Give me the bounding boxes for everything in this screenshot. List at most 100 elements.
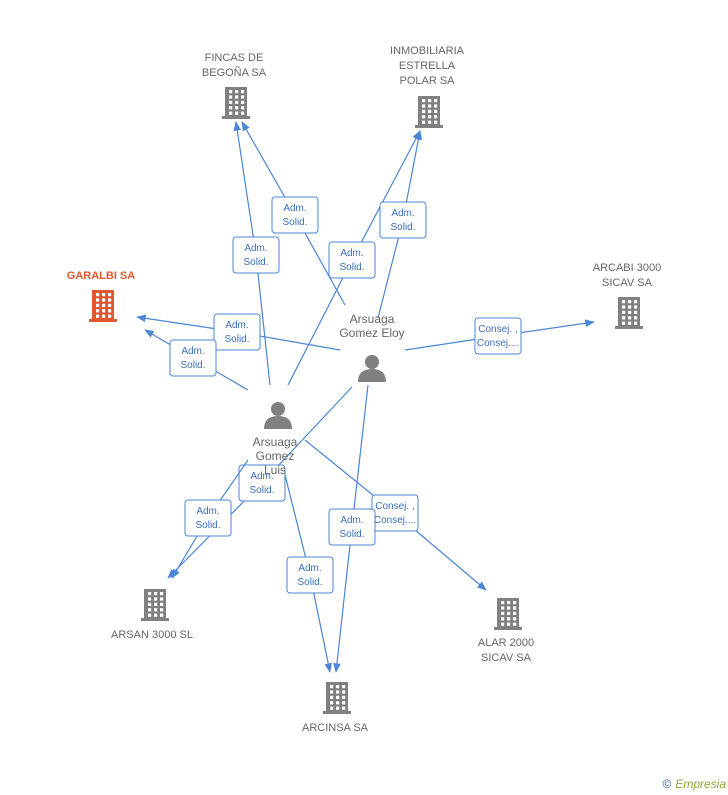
edge-label-box[interactable]: Adm. Solid. [184, 499, 232, 537]
edge-label-text: Adm. [340, 248, 363, 259]
person-icon [264, 402, 292, 429]
edge-eloy-arcinsa: Adm. Solid. [328, 384, 376, 673]
brand-name: Empresia [675, 777, 726, 791]
edge-label-box[interactable]: Adm. Solid. [213, 313, 261, 351]
edge-label-text: Adm. [244, 243, 267, 254]
building-icon [89, 290, 117, 322]
company-node-arsan[interactable]: ARSAN 3000 SL [111, 589, 193, 641]
edge-label-box[interactable]: Consej. , Consej.... [371, 494, 419, 532]
edge-label-text: Solid. [249, 485, 274, 496]
edge-label-frame [328, 508, 376, 546]
edge-label-box[interactable]: Consej. , Consej.... [474, 317, 522, 355]
edge-label-frame [213, 313, 261, 351]
person-label: Gomez Eloy [339, 326, 404, 340]
edge-label-frame [232, 236, 280, 274]
company-label: ARCINSA SA [302, 722, 369, 734]
person-label: Arsuaga [350, 312, 395, 326]
edge-luis-arsan: Adm. Solid. [171, 459, 249, 579]
edge-label-text: Solid. [282, 217, 307, 228]
company-node-inmobiliaria[interactable]: INMOBILIARIA ESTRELLA POLAR SA [390, 45, 465, 128]
edge-eloy-arcabi: Consej. , Consej.... [404, 317, 595, 355]
person-icon [358, 355, 386, 382]
edge-eloy-garalbi: Adm. Solid. [136, 313, 341, 351]
company-label: ESTRELLA [399, 60, 456, 72]
edge-label-text: Solid. [297, 577, 322, 588]
edge-label-box[interactable]: Adm. Solid. [328, 241, 376, 279]
nodes-layer: FINCAS DE BEGOÑA SA INMOBILIARIA ESTRELLA PO… [67, 45, 661, 734]
edge-label-frame [474, 317, 522, 355]
edge-label-box[interactable]: Adm. Solid. [169, 339, 217, 377]
company-label: SICAV SA [481, 652, 532, 664]
edge-label-text: Solid. [195, 520, 220, 531]
edge-label-text: Adm. [250, 471, 273, 482]
building-icon [415, 96, 443, 128]
edge-label-text: Consej. , [375, 501, 414, 512]
edge-label-box[interactable]: Adm. Solid. [232, 236, 280, 274]
edge-label-frame [169, 339, 217, 377]
person-label: Arsuaga [253, 435, 298, 449]
company-node-arcinsa[interactable]: ARCINSA SA [302, 682, 369, 734]
company-label: BEGOÑA SA [202, 66, 267, 79]
company-node-fincas[interactable]: FINCAS DE BEGOÑA SA [202, 52, 267, 119]
edge-eloy-fincas: Adm. Solid. [241, 121, 346, 306]
edge-label-text: Solid. [339, 262, 364, 273]
edge-label-box[interactable]: Adm. Solid. [271, 196, 319, 234]
edge-label-text: Adm. [340, 515, 363, 526]
company-label: INMOBILIARIA [390, 45, 465, 57]
company-label: ARCABI 3000 [593, 262, 661, 274]
edge-label-text: Solid. [339, 529, 364, 540]
edge-label-box[interactable]: Adm. Solid. [238, 464, 286, 502]
person-label: Gomez [256, 449, 295, 463]
building-icon [222, 87, 250, 119]
company-label: ALAR 2000 [478, 637, 534, 649]
edge-label-text: Solid. [224, 334, 249, 345]
building-icon [494, 598, 522, 630]
edge-label-text: Adm. [391, 208, 414, 219]
edges-layer: Adm. Solid. Adm. Solid. Adm. Solid. Adm. Solid.… [136, 121, 595, 673]
edge-label-text: Adm. [298, 563, 321, 574]
building-icon [323, 682, 351, 714]
edge-label-text: Solid. [180, 360, 205, 371]
edge-label-frame [379, 201, 427, 239]
edge-label-box[interactable]: Adm. Solid. [379, 201, 427, 239]
edge-luis-garalbi: Adm. Solid. [144, 329, 249, 391]
edge-luis-fincas: Adm. Solid. [232, 121, 280, 386]
edge-luis-arcinsa: Adm. Solid. [284, 474, 334, 673]
edge-label-text: Adm. [181, 346, 204, 357]
building-icon [615, 297, 643, 329]
edge-label-text: Adm. [225, 320, 248, 331]
edge-label-box[interactable]: Adm. Solid. [286, 556, 334, 594]
company-label: GARALBI SA [67, 270, 136, 282]
company-label: POLAR SA [399, 75, 455, 87]
copyright-symbol: © [662, 777, 672, 791]
edge-label-frame [184, 499, 232, 537]
edge-label-text: Consej. , [478, 324, 517, 335]
edge-label-text: Consej.... [477, 338, 519, 349]
building-icon [141, 589, 169, 621]
person-label: Luis [264, 463, 286, 477]
edge-label-text: Adm. [196, 506, 219, 517]
company-label: FINCAS DE [205, 52, 264, 64]
edge-eloy-arsan: Adm. Solid. [167, 386, 353, 579]
edge-eloy-inmobiliaria: Adm. Solid. [377, 130, 427, 319]
edge-label-frame [271, 196, 319, 234]
company-label: ARSAN 3000 SL [111, 629, 193, 641]
edge-label-frame [286, 556, 334, 594]
credit: ©Empresia [662, 777, 726, 791]
edge-label-text: Solid. [390, 222, 415, 233]
edge-luis-alar: Consej. , Consej.... [304, 439, 487, 591]
edge-label-frame [238, 464, 286, 502]
edge-label-text: Solid. [243, 257, 268, 268]
edge-label-text: Consej.... [374, 515, 416, 526]
edge-label-box[interactable]: Adm. Solid. [328, 508, 376, 546]
edge-label-frame [328, 241, 376, 279]
company-node-garalbi[interactable]: GARALBI SA [67, 270, 136, 322]
company-label: SICAV SA [602, 277, 653, 289]
edge-luis-inmobiliaria: Adm. Solid. [287, 130, 421, 386]
edge-label-text: Adm. [283, 203, 306, 214]
